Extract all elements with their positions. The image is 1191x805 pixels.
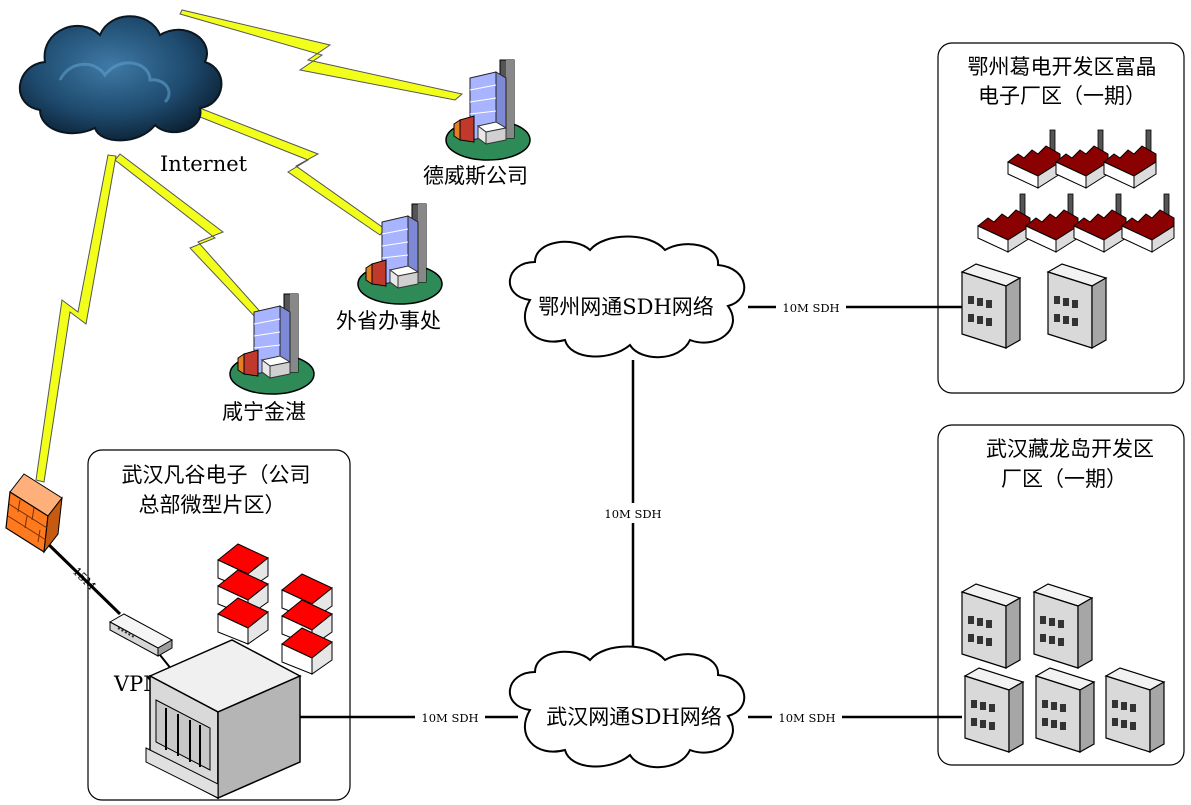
server-icon [1035,667,1095,753]
lightning-to-dewes [179,9,464,101]
wuhan-sdh-label: 武汉网通SDH网络 [546,705,722,729]
firewall-icon [5,473,63,554]
waisheng-label: 外省办事处 [336,309,441,333]
dewes-label: 德威斯公司 [423,164,528,188]
router-icon [108,613,174,657]
server-group [961,583,1165,753]
link-hq-wuhan-label: 10M SDH [421,711,478,725]
factory-icon [1121,193,1175,253]
factory-icon [977,193,1031,253]
ezhou-sdh-label: 鄂州网通SDH网络 [538,295,714,319]
server-icon [1105,667,1165,753]
factory-icon [1055,129,1109,189]
server-icon [961,583,1021,669]
zanglong-site-title-1: 武汉藏龙岛开发区 [986,437,1154,461]
factory-icon [1103,129,1157,189]
zanglong-site-title-2: 厂区（一期） [1001,467,1127,491]
xianning-label: 咸宁金湛 [222,400,306,424]
server-icon [961,263,1021,349]
hq-server-icon [145,639,302,800]
link-wuhan-zanglong-label: 10M SDH [778,711,835,725]
zanglong-site-box [937,424,1185,766]
ezhou-sdh-cloud-icon [509,235,746,359]
server-icon [1033,583,1093,669]
lightning-to-firewall [35,154,117,483]
server-icon [1047,263,1107,349]
link-ezhou-site-label: 10M SDH [782,301,839,315]
xianning-office-icon [229,293,315,395]
factory-icon [1073,193,1127,253]
server-icon [964,667,1024,753]
factory-group [977,129,1175,253]
link-vertical-label: 10M SDH [604,507,661,521]
lightning-to-xianning [114,153,265,321]
factory-icon [1007,129,1061,189]
hq-site-title-2: 总部微型片区） [139,493,286,517]
internet-label: Internet [160,152,248,176]
ezhou-site-box [937,42,1185,394]
internet-cloud-icon [18,15,223,142]
dewes-office-icon [445,59,531,161]
hq-site-title-1: 武汉凡谷电子（公司 [122,463,311,487]
ezhou-site-title-1: 鄂州葛电开发区富晶 [968,55,1157,79]
ezhou-site-title-2: 电子厂区（一期） [978,84,1146,108]
wuhan-sdh-cloud-icon [509,645,746,769]
hq-site-box [87,449,351,801]
factory-icon [1025,193,1079,253]
link-firewall-router [42,538,122,616]
